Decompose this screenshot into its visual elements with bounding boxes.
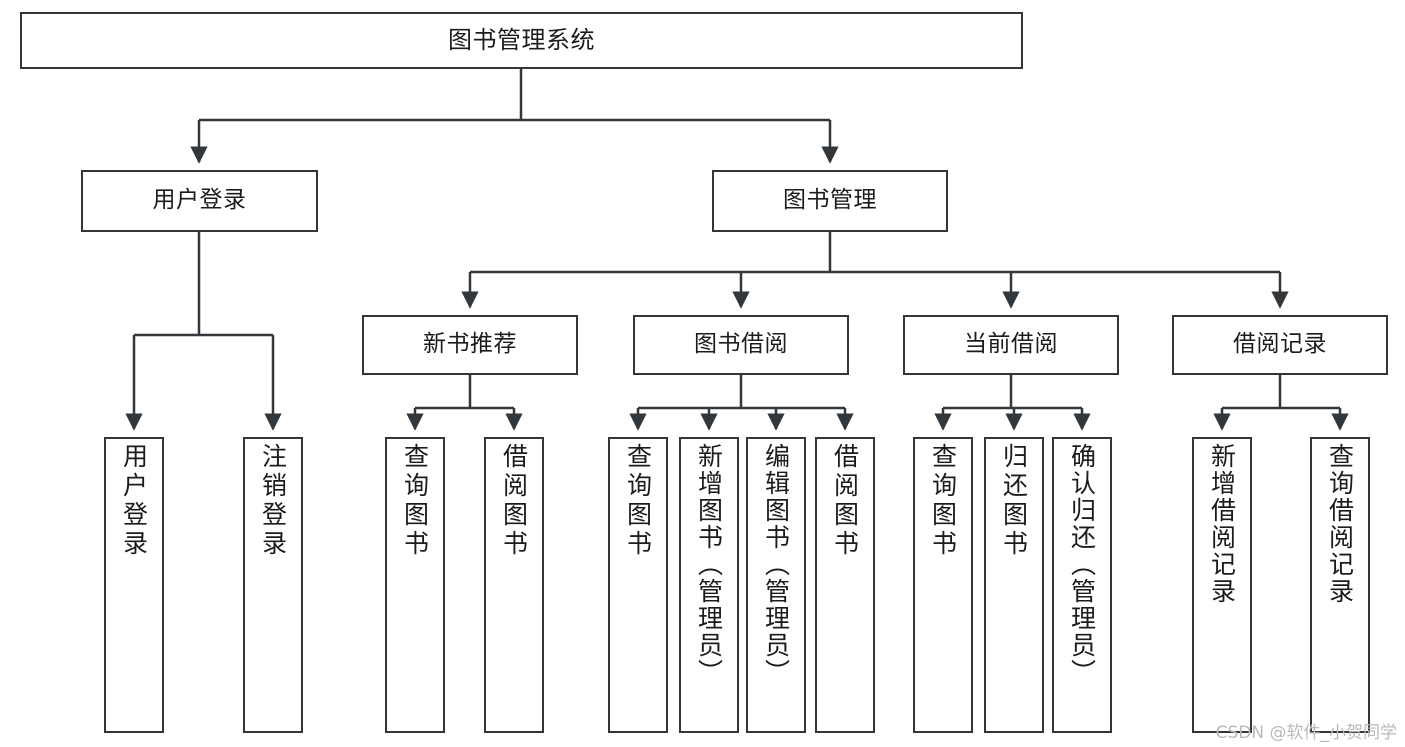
- node-leaf-query-book-2-label: 查询图书: [623, 443, 653, 559]
- node-current-borrow[interactable]: 当前借阅: [903, 315, 1119, 375]
- node-user-login-label: 用户登录: [152, 187, 247, 214]
- node-leaf-add-book-admin[interactable]: 新增图书（管理员）: [679, 437, 739, 733]
- node-leaf-logout[interactable]: 注销登录: [243, 437, 303, 733]
- node-leaf-borrow-book-2[interactable]: 借阅图书: [815, 437, 875, 733]
- node-leaf-query-book-1-label: 查询图书: [400, 443, 430, 559]
- node-borrow-record[interactable]: 借阅记录: [1172, 315, 1388, 375]
- node-leaf-confirm-return-admin-label: 确认归还（管理员）: [1067, 443, 1097, 686]
- node-book-manage-label: 图书管理: [783, 187, 877, 214]
- node-user-login[interactable]: 用户登录: [81, 170, 318, 232]
- node-book-borrow[interactable]: 图书借阅: [633, 315, 849, 375]
- node-leaf-user-login[interactable]: 用户登录: [104, 437, 164, 733]
- node-leaf-add-borrow-record-label: 新增借阅记录: [1207, 443, 1237, 605]
- node-borrow-record-label: 借阅记录: [1233, 331, 1327, 358]
- node-leaf-query-book-3-label: 查询图书: [928, 443, 958, 559]
- node-leaf-borrow-book-2-label: 借阅图书: [830, 443, 860, 559]
- node-leaf-query-borrow-record[interactable]: 查询借阅记录: [1310, 437, 1370, 733]
- node-leaf-return-book-label: 归还图书: [999, 443, 1029, 559]
- node-book-borrow-label: 图书借阅: [694, 331, 788, 358]
- csdn-watermark: CSDN @软件_小贺同学: [1215, 723, 1397, 743]
- node-leaf-return-book[interactable]: 归还图书: [984, 437, 1044, 733]
- node-leaf-query-book-2[interactable]: 查询图书: [608, 437, 668, 733]
- node-leaf-query-book-3[interactable]: 查询图书: [913, 437, 973, 733]
- node-leaf-user-login-label: 用户登录: [119, 443, 149, 559]
- node-new-book-recommend[interactable]: 新书推荐: [362, 315, 578, 375]
- node-leaf-borrow-book-1-label: 借阅图书: [499, 443, 529, 559]
- node-leaf-query-book-1[interactable]: 查询图书: [385, 437, 445, 733]
- node-leaf-add-book-admin-label: 新增图书（管理员）: [694, 443, 724, 686]
- node-root-label: 图书管理系统: [448, 26, 595, 55]
- node-new-book-recommend-label: 新书推荐: [423, 331, 517, 358]
- node-leaf-confirm-return-admin[interactable]: 确认归还（管理员）: [1052, 437, 1112, 733]
- node-leaf-borrow-book-1[interactable]: 借阅图书: [484, 437, 544, 733]
- node-leaf-query-borrow-record-label: 查询借阅记录: [1325, 443, 1355, 605]
- node-current-borrow-label: 当前借阅: [964, 331, 1058, 358]
- node-leaf-logout-label: 注销登录: [258, 443, 288, 559]
- node-leaf-add-borrow-record[interactable]: 新增借阅记录: [1192, 437, 1252, 733]
- node-book-manage[interactable]: 图书管理: [712, 170, 948, 232]
- node-root[interactable]: 图书管理系统: [20, 12, 1023, 69]
- node-leaf-edit-book-admin[interactable]: 编辑图书（管理员）: [746, 437, 806, 733]
- node-leaf-edit-book-admin-label: 编辑图书（管理员）: [761, 443, 791, 686]
